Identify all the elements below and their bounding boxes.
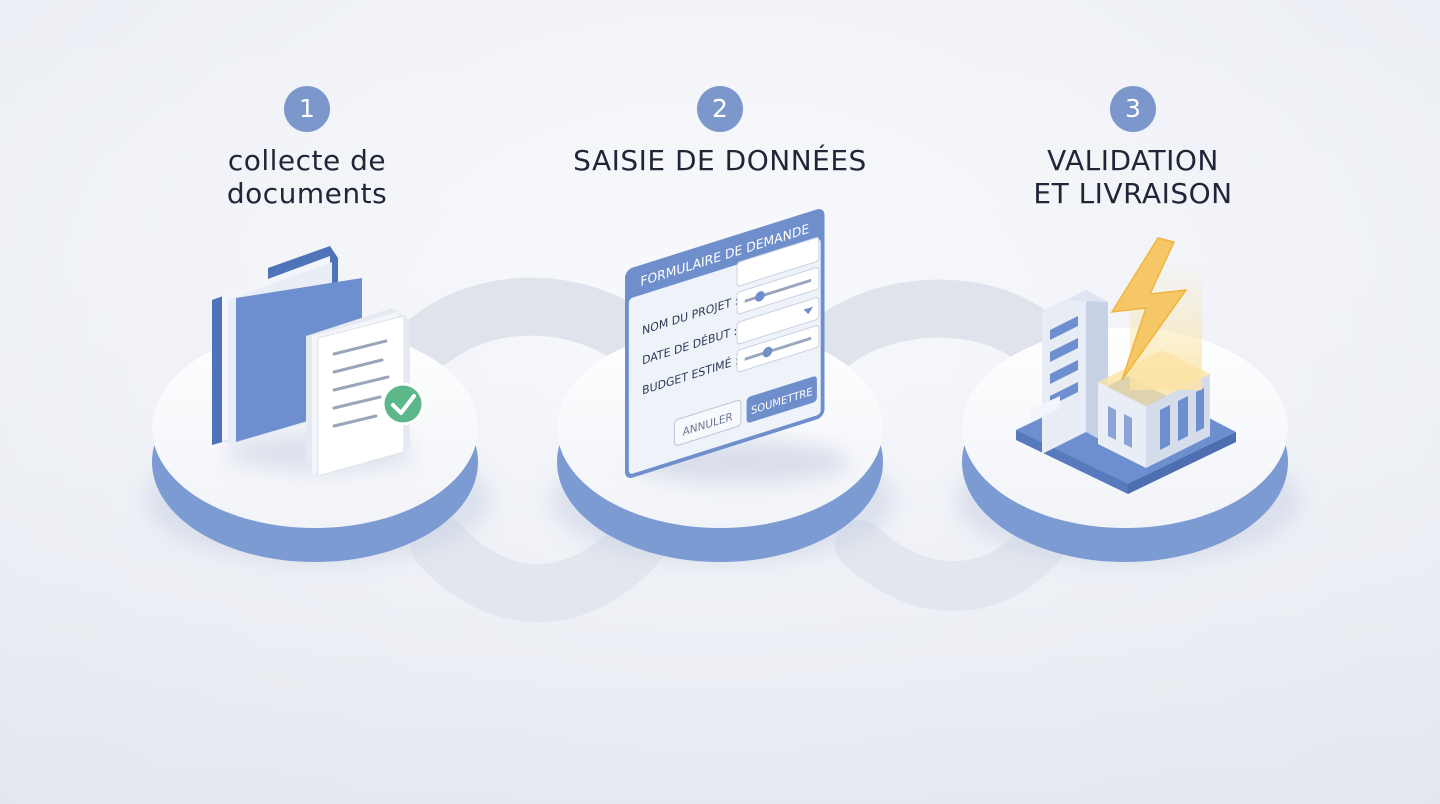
submit-button[interactable] [746,375,817,423]
step-2-title: SAISIE DE DONNÉES [570,144,870,177]
step-3-title-line-2: ET LIVRAISON [1033,177,1233,210]
form-field-input-0[interactable] [736,237,820,287]
step-3-title: VALIDATION ET LIVRAISON [983,144,1283,210]
step-1-title-line-2: documents [226,177,388,210]
step-1-title: collecte de documents [157,144,457,210]
step-3-title-line-1: VALIDATION [1047,144,1219,177]
building-lightning-icon [1016,237,1236,494]
step-2-title-line-1: SAISIE DE DONNÉES [573,144,867,177]
connector-ribbon [401,277,1065,623]
start-date-select[interactable] [736,297,820,345]
step-2: 2 SAISIE DE DONNÉES [570,86,870,177]
step-3-number-badge: 3 [1110,86,1156,132]
cancel-button[interactable] [673,399,742,446]
folder-documents-icon [212,246,425,477]
step-1-number-badge: 1 [284,86,330,132]
chevron-down-icon [803,306,814,315]
step-1: 1 collecte de documents [157,86,457,210]
step-3: 3 VALIDATION ET LIVRAISON [983,86,1283,210]
step-2-number-badge: 2 [697,86,743,132]
step-1-title-line-1: collecte de [227,144,387,177]
